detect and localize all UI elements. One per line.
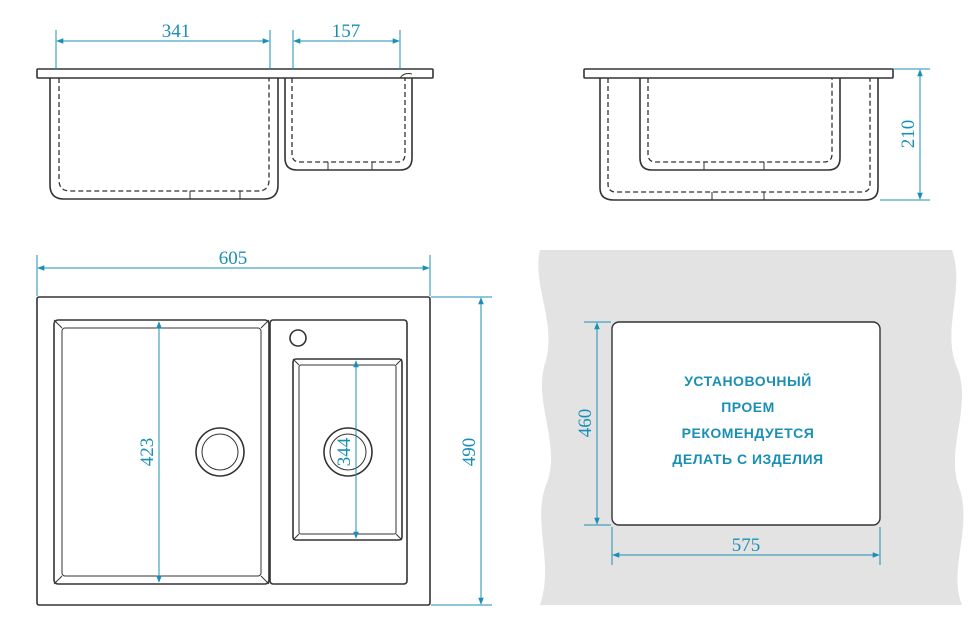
top-view bbox=[36, 296, 431, 606]
front-section-view bbox=[36, 68, 434, 200]
note-line-2: ПРОЕМ bbox=[721, 399, 775, 415]
dimension-label: 460 bbox=[575, 409, 596, 438]
dimension-right-bowl-width: 157 bbox=[292, 21, 401, 70]
installation-note: УСТАНОВОЧНЫЙ ПРОЕМ РЕКОМЕНДУЕТСЯ ДЕЛАТЬ … bbox=[672, 372, 823, 467]
note-line-1: УСТАНОВОЧНЫЙ bbox=[684, 372, 812, 389]
note-line-3: РЕКОМЕНДУЕТСЯ bbox=[682, 425, 815, 441]
dimension-overall-depth: 490 bbox=[431, 296, 492, 606]
dimension-cutout-height: 460 bbox=[575, 321, 611, 526]
dimension-label: 490 bbox=[459, 438, 480, 467]
dimension-overall-width: 605 bbox=[36, 248, 431, 296]
side-section-view bbox=[583, 68, 894, 201]
dimension-right-bowl-length: 344 bbox=[334, 360, 359, 539]
dimension-label: 605 bbox=[219, 248, 248, 269]
note-line-4: ДЕЛАТЬ С ИЗДЕЛИЯ bbox=[672, 451, 823, 467]
dimension-left-bowl-width: 341 bbox=[55, 21, 271, 70]
dimension-left-bowl-length: 423 bbox=[137, 321, 162, 583]
dimension-depth: 210 bbox=[880, 68, 930, 201]
dimension-label: 575 bbox=[732, 535, 761, 556]
dimension-label: 341 bbox=[162, 21, 191, 42]
dimension-label: 210 bbox=[898, 120, 919, 149]
cutout-view: УСТАНОВОЧНЫЙ ПРОЕМ РЕКОМЕНДУЕТСЯ ДЕЛАТЬ … bbox=[538, 250, 964, 605]
dimension-label: 423 bbox=[137, 438, 158, 467]
dimension-label: 344 bbox=[334, 437, 355, 466]
dimension-label: 157 bbox=[332, 21, 361, 42]
cutout-opening bbox=[611, 321, 881, 526]
dimension-cutout-width: 575 bbox=[611, 527, 881, 565]
